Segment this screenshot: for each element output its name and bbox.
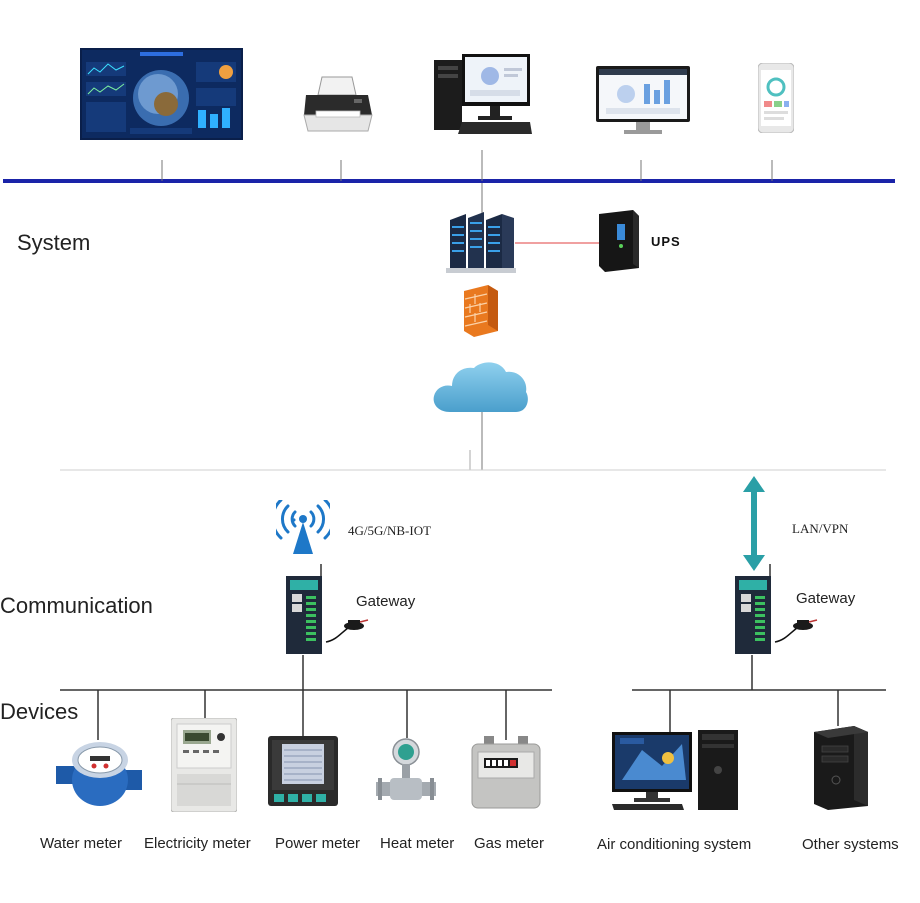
air-conditioning-label: Air conditioning system (597, 836, 752, 853)
other-systems-label: Other systems (802, 836, 899, 853)
gateway-right-icon (735, 564, 818, 654)
gateway-right-label: Gateway (796, 590, 856, 607)
heat-meter-label: Heat meter (380, 835, 455, 852)
gas-meter-label: Gas meter (474, 835, 545, 852)
water-meter-icon (56, 742, 142, 806)
mobile-phone-icon (758, 63, 794, 133)
power-meter-label: Power meter (275, 835, 361, 852)
electricity-meter-icon (171, 718, 237, 812)
heat-meter-icon (376, 738, 436, 800)
ups-icon (599, 210, 639, 272)
wireless-tower-icon (276, 500, 330, 554)
firewall-icon (464, 285, 498, 337)
printer-icon (303, 76, 373, 132)
layer-label-system: System (17, 230, 91, 255)
wireless-label: 4G/5G/NB-IOT (348, 523, 432, 538)
electricity-meter-label: Electricity meter (144, 835, 251, 852)
dashboard-screen-icon (80, 48, 243, 140)
lan-vpn-label: LAN/VPN (792, 521, 849, 536)
server-rack-icon (446, 212, 516, 273)
air-conditioning-system-icon (612, 730, 738, 810)
gateway-left-label: Gateway (356, 593, 416, 610)
ups-label: UPS (651, 234, 681, 249)
layer-label-communication: Communication (0, 593, 153, 618)
lan-vpn-arrow (743, 476, 765, 571)
water-meter-label: Water meter (40, 835, 122, 852)
power-meter-icon (268, 736, 338, 806)
other-systems-icon (814, 726, 868, 810)
gateway-left-icon (286, 564, 369, 654)
monitor-icon (596, 66, 690, 134)
desktop-workstation-icon (434, 54, 532, 134)
gas-meter-icon (471, 736, 541, 809)
layer-label-devices: Devices (0, 699, 79, 724)
cloud-icon (433, 362, 528, 412)
